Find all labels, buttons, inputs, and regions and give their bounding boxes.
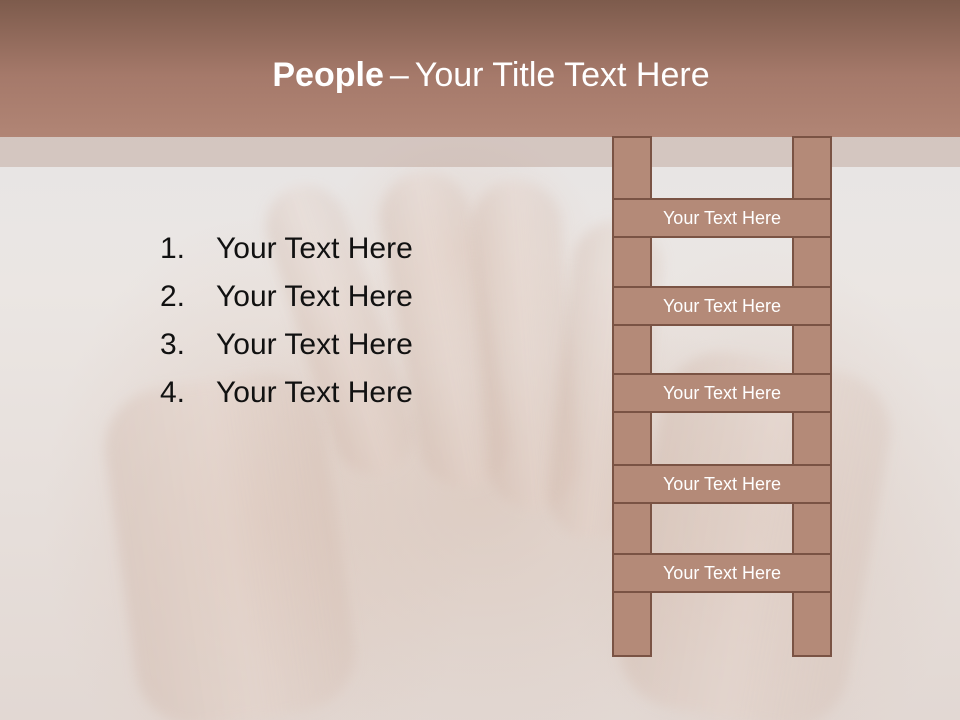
list-text: Your Text Here xyxy=(216,376,413,409)
ladder-rail-left xyxy=(612,411,652,466)
ladder-rail-right xyxy=(792,136,832,200)
ladder-rail-right xyxy=(792,324,832,376)
title-bar xyxy=(0,0,960,137)
ladder-rail-left xyxy=(612,591,652,657)
ladder-rail-right xyxy=(792,236,832,288)
ladder-rail-right xyxy=(792,411,832,466)
list-number: 3. xyxy=(160,328,186,361)
list-number: 4. xyxy=(160,376,186,409)
list-item: 4. Your Text Here xyxy=(160,376,540,424)
list-text: Your Text Here xyxy=(216,280,413,313)
ladder-rail-left xyxy=(612,236,652,288)
ladder-rung-label: Your Text Here xyxy=(662,473,782,494)
ladder-rung: Your Text Here xyxy=(612,464,832,504)
ladder-rail-left xyxy=(612,502,652,557)
list-number: 2. xyxy=(160,280,186,313)
list-item: 3. Your Text Here xyxy=(160,328,540,376)
ladder-rail-right xyxy=(792,591,832,657)
ladder-rung-label: Your Text Here xyxy=(662,295,782,316)
list-number: 1. xyxy=(160,232,186,265)
list-item: 2. Your Text Here xyxy=(160,280,540,328)
title-bold: People xyxy=(272,56,384,94)
ladder-rung-label: Your Text Here xyxy=(662,207,782,228)
numbered-list: 1. Your Text Here 2. Your Text Here 3. Your… xyxy=(160,232,540,424)
list-text: Your Text Here xyxy=(216,328,413,361)
ladder-rail-left xyxy=(612,324,652,376)
ladder-rung: Your Text Here xyxy=(612,373,832,413)
ladder-rung: Your Text Here xyxy=(612,286,832,326)
ladder-rung: Your Text Here xyxy=(612,553,832,593)
ladder-rung-label: Your Text Here xyxy=(662,562,782,583)
slide-title: People–Your Title Text Here xyxy=(0,52,960,98)
list-text: Your Text Here xyxy=(216,232,413,265)
list-item: 1. Your Text Here xyxy=(160,232,540,280)
title-dash: – xyxy=(389,56,409,94)
ladder-rail-right xyxy=(792,502,832,557)
ladder-rail-left xyxy=(612,136,652,200)
title-rest: Your Title Text Here xyxy=(414,56,710,94)
ladder-rung: Your Text Here xyxy=(612,198,832,238)
ladder-rung-label: Your Text Here xyxy=(662,382,782,403)
